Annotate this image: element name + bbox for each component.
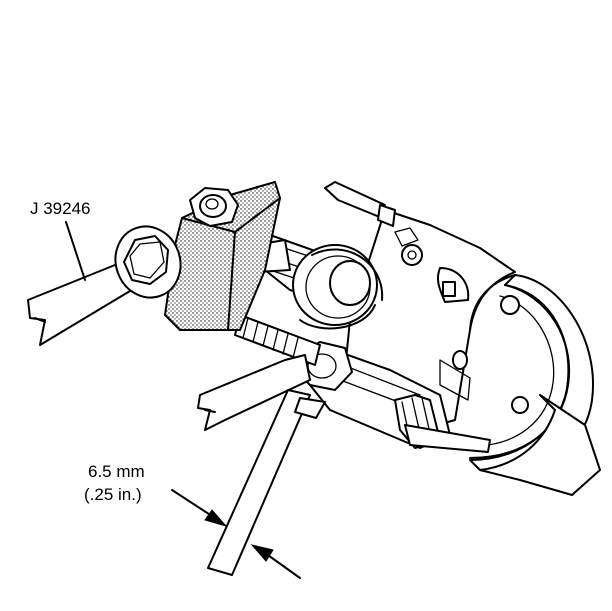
dimension-metric-label: 6.5 mm <box>88 462 145 481</box>
lower-arm <box>197 354 311 431</box>
tool-leader-line <box>65 221 86 281</box>
tool-number-label: J 39246 <box>30 199 91 218</box>
wrench <box>27 225 182 346</box>
housing <box>324 181 601 496</box>
gauge-rod <box>207 389 326 576</box>
dimension-imperial-label: (.25 in.) <box>84 485 142 504</box>
dimension-arrows <box>171 489 301 579</box>
shaft-assembly <box>264 234 491 453</box>
tool-block-j39246 <box>164 181 281 331</box>
